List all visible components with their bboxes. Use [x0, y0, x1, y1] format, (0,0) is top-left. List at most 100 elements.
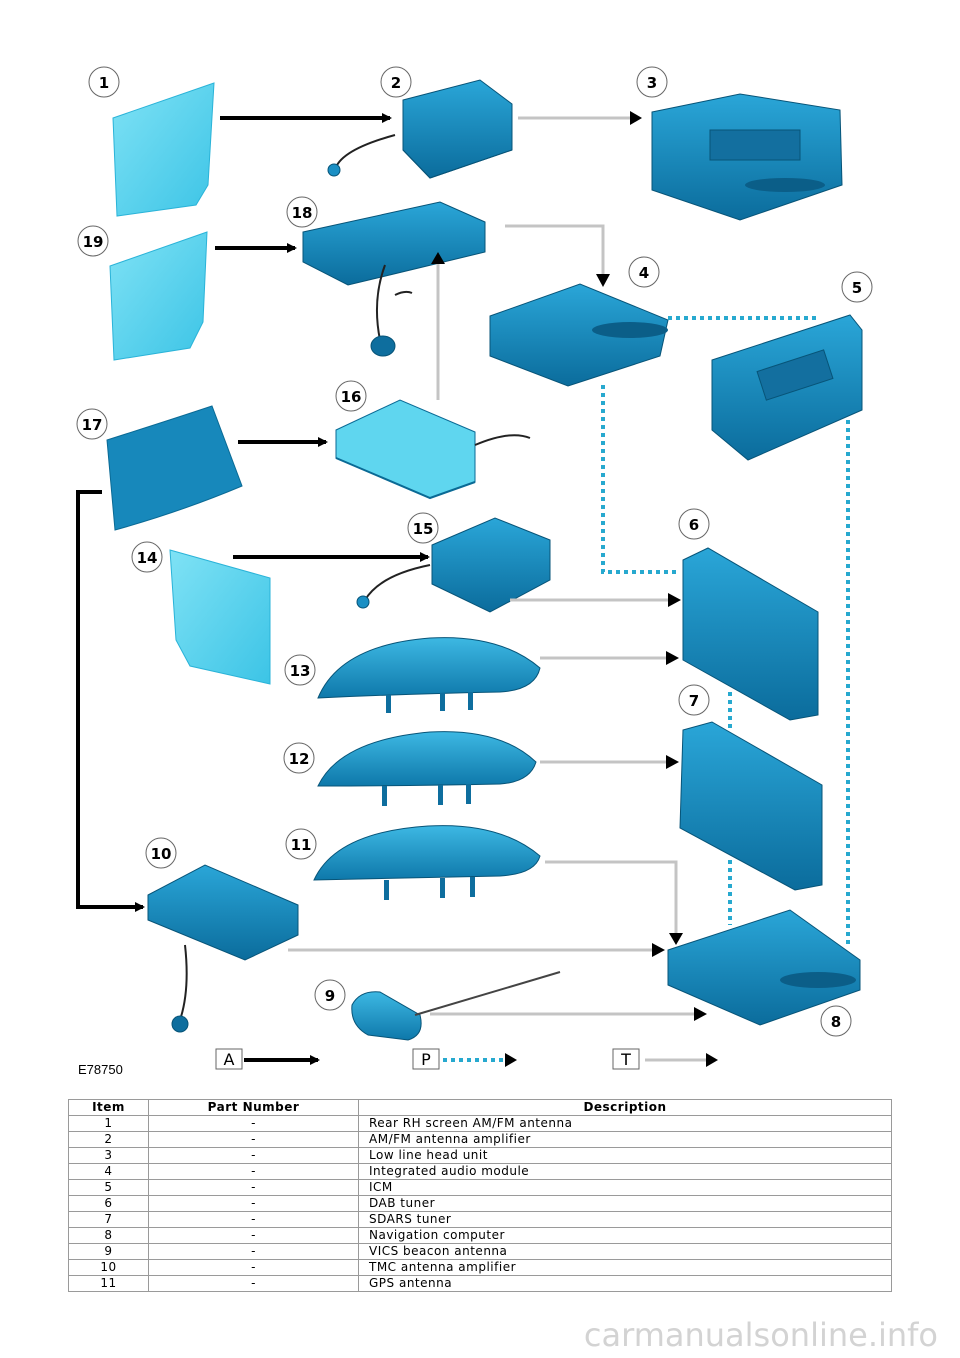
table-row: 3-Low line head unit	[68, 1147, 892, 1164]
callout-19: 19	[77, 225, 109, 257]
legend: A P T	[215, 1048, 640, 1070]
cell-description: Rear RH screen AM/FM antenna	[358, 1115, 892, 1132]
arrowheads-t	[431, 111, 718, 1067]
tmc-amplifier-10	[147, 864, 299, 1033]
cell-description: GPS antenna	[358, 1275, 892, 1292]
arrowhead-p	[505, 1053, 517, 1067]
cell-item: 6	[68, 1195, 149, 1212]
dab-tuner-6	[682, 547, 819, 721]
callout-10: 10	[145, 837, 177, 869]
cell-description: AM/FM antenna amplifier	[358, 1131, 892, 1148]
svg-text:4: 4	[639, 264, 649, 282]
dome-antenna-12	[317, 731, 537, 806]
callout-6: 6	[678, 508, 710, 540]
callout-13: 13	[284, 654, 316, 686]
callout-18: 18	[286, 196, 318, 228]
callout-5: 5	[841, 271, 873, 303]
cell-part-number: -	[148, 1179, 359, 1196]
svg-text:17: 17	[82, 416, 103, 434]
svg-text:1: 1	[99, 74, 109, 92]
svg-text:3: 3	[647, 74, 657, 92]
watermark: carmanualsonline.info	[583, 1316, 938, 1354]
cell-description: ICM	[358, 1179, 892, 1196]
cell-part-number: -	[148, 1131, 359, 1148]
tmc-module-16	[335, 399, 531, 500]
svg-text:12: 12	[289, 750, 310, 768]
dab-tuner-18	[302, 201, 486, 357]
svg-text:11: 11	[291, 836, 312, 854]
integrated-audio-module-4	[489, 283, 669, 387]
callout-7: 7	[678, 684, 710, 716]
callout-8: 8	[820, 1005, 852, 1037]
cell-item: 1	[68, 1115, 149, 1132]
svg-text:19: 19	[83, 233, 104, 251]
callout-9: 9	[314, 979, 346, 1011]
sdars-tuner-7	[679, 721, 823, 891]
legend-box-t	[612, 1048, 640, 1070]
rear-screen-glass-19	[109, 231, 208, 361]
dome-antenna-13	[317, 637, 541, 713]
svg-text:14: 14	[137, 549, 158, 567]
system-diagram: 1 2 3 4 5 6 7 8 9 10 11 12 13 14 15 16 1…	[76, 66, 873, 1070]
header-part-number: Part Number	[148, 1099, 359, 1116]
cell-description: SDARS tuner	[358, 1211, 892, 1228]
cell-item: 11	[68, 1275, 149, 1292]
svg-text:16: 16	[341, 388, 362, 406]
callouts: 1 2 3 4 5 6 7 8 9 10 11 12 13 14 15 16 1…	[76, 66, 873, 1037]
callout-11: 11	[285, 828, 317, 860]
legend-box-p	[412, 1048, 440, 1070]
cell-part-number: -	[148, 1243, 359, 1260]
cell-item: 10	[68, 1259, 149, 1276]
table-row: 2-AM/FM antenna amplifier	[68, 1131, 892, 1148]
connections-p	[443, 316, 850, 1062]
am-fm-amplifier-2	[327, 79, 513, 179]
table-header-row: Item Part Number Description	[68, 1099, 892, 1116]
svg-text:2: 2	[391, 74, 401, 92]
svg-text:13: 13	[290, 662, 311, 680]
svg-text:18: 18	[292, 204, 313, 222]
svg-text:10: 10	[151, 845, 172, 863]
svg-text:6: 6	[689, 516, 699, 534]
parts-table: Item Part Number Description 1-Rear RH s…	[68, 1099, 892, 1292]
callout-17: 17	[76, 408, 108, 440]
cell-part-number: -	[148, 1147, 359, 1164]
legend-label-t: T	[620, 1050, 631, 1069]
cell-part-number: -	[148, 1259, 359, 1276]
svg-text:9: 9	[325, 987, 335, 1005]
callout-1: 1	[88, 66, 120, 98]
low-line-head-unit-3	[651, 93, 843, 221]
cell-item: 8	[68, 1227, 149, 1244]
header-description: Description	[358, 1099, 892, 1116]
svg-text:7: 7	[689, 692, 699, 710]
table-row: 8-Navigation computer	[68, 1227, 892, 1244]
table-row: 10-TMC antenna amplifier	[68, 1259, 892, 1276]
cell-description: VICS beacon antenna	[358, 1243, 892, 1260]
table-row: 5-ICM	[68, 1179, 892, 1196]
side-glass-14	[169, 549, 271, 685]
cell-part-number: -	[148, 1275, 359, 1292]
connections-t	[288, 116, 708, 1062]
gps-antenna-11	[313, 825, 541, 900]
cell-description: Low line head unit	[358, 1147, 892, 1164]
legend-label-a: A	[224, 1050, 235, 1069]
header-item: Item	[68, 1099, 149, 1116]
callout-15: 15	[407, 512, 439, 544]
table-row: 11-GPS antenna	[68, 1275, 892, 1292]
cell-description: Navigation computer	[358, 1227, 892, 1244]
rear-windshield-17	[106, 405, 243, 531]
table-row: 6-DAB tuner	[68, 1195, 892, 1212]
icm-5	[711, 314, 863, 461]
table-row: 4-Integrated audio module	[68, 1163, 892, 1180]
cell-description: TMC antenna amplifier	[358, 1259, 892, 1276]
callout-2: 2	[380, 66, 412, 98]
cell-part-number: -	[148, 1163, 359, 1180]
legend-label-p: P	[421, 1050, 431, 1069]
callout-14: 14	[131, 541, 163, 573]
amplifier-15	[356, 517, 551, 613]
vics-beacon-antenna-9	[351, 971, 561, 1041]
cell-part-number: -	[148, 1227, 359, 1244]
svg-text:8: 8	[831, 1013, 841, 1031]
callout-3: 3	[636, 66, 668, 98]
cell-item: 2	[68, 1131, 149, 1148]
connections-a	[76, 113, 430, 912]
